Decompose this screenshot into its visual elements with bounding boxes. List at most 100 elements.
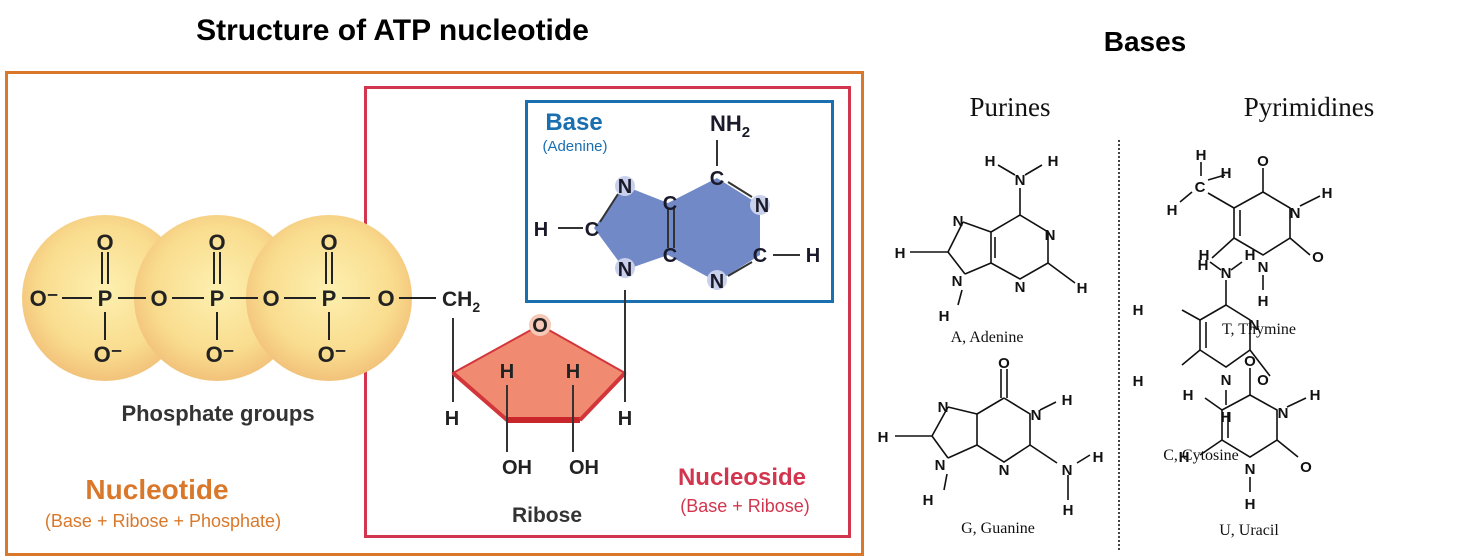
adenine-c2: C — [753, 245, 767, 267]
svg-text:N: N — [1221, 372, 1232, 389]
phosphate-bottom-o-3: O⁻ — [318, 342, 347, 367]
svg-text:N: N — [1062, 462, 1073, 479]
svg-text:N: N — [1015, 172, 1026, 189]
svg-text:H: H — [1196, 147, 1207, 164]
ribose-h-c4: H — [445, 408, 459, 430]
svg-text:N: N — [1031, 407, 1042, 424]
adenine-n1: N — [755, 195, 769, 217]
adenine-c4: C — [663, 245, 677, 267]
adenine-n3: N — [710, 271, 724, 293]
adenine-h2: H — [806, 245, 820, 267]
nucleoside-sublabel: (Base + Ribose) — [680, 496, 810, 516]
svg-text:N: N — [953, 213, 964, 230]
base-label: Base — [545, 109, 602, 136]
phosphate-groups-label: Phosphate groups — [121, 401, 314, 426]
ribose-oh-2: OH — [569, 457, 599, 479]
svg-text:H: H — [1322, 185, 1333, 202]
phosphate-bridge-o-1: O — [150, 286, 167, 311]
phosphate-bridge-o-3: O — [377, 286, 394, 311]
svg-text:H: H — [1258, 293, 1269, 310]
ribose-h-c3: H — [566, 361, 580, 383]
svg-text:H: H — [1063, 502, 1074, 519]
svg-text:N: N — [952, 273, 963, 290]
adenine-h8: H — [534, 219, 548, 241]
svg-text:H: H — [939, 308, 950, 325]
svg-text:H: H — [1062, 392, 1073, 409]
purines-heading: Purines — [970, 92, 1051, 122]
adenine-n9: N — [618, 259, 632, 281]
svg-text:O: O — [998, 355, 1010, 372]
svg-text:H: H — [923, 492, 934, 509]
ribose-ring-o: O — [532, 315, 548, 337]
svg-text:N: N — [1045, 227, 1056, 244]
base-box — [525, 100, 834, 303]
ch2-label: CH2 — [442, 288, 480, 315]
guanine-structure: O NH N NN H NH H H G, Guanine — [878, 355, 1104, 537]
phosphate-bottom-o-2: O⁻ — [206, 342, 235, 367]
adenine-n7: N — [618, 176, 632, 198]
ribose-h-c2: H — [500, 361, 514, 383]
uracil-caption: U, Uracil — [1219, 522, 1279, 539]
nucleotide-box — [5, 71, 864, 556]
svg-text:O: O — [1257, 372, 1269, 389]
adenine-nh2: NH2 — [710, 111, 750, 141]
svg-text:H: H — [1221, 409, 1232, 426]
svg-text:H: H — [1245, 496, 1256, 513]
phosphate-bridge-o-2: O — [262, 286, 279, 311]
svg-text:H: H — [1167, 202, 1178, 219]
bases-title: Bases — [1103, 26, 1187, 57]
adenine-c5: C — [663, 193, 677, 215]
svg-text:H: H — [1245, 247, 1256, 264]
phosphate-p-1: P — [98, 286, 113, 311]
svg-text:H: H — [1198, 257, 1209, 274]
phosphate-top-o-3: O — [320, 230, 337, 255]
svg-text:N: N — [1245, 461, 1256, 478]
uracil-structure: O N H O N H H H U, Uracil — [1179, 353, 1321, 539]
base-sublabel: (Adenine) — [542, 138, 607, 155]
svg-text:H: H — [1179, 449, 1190, 466]
svg-text:O: O — [1300, 459, 1312, 476]
ribose-ring — [451, 323, 627, 421]
svg-text:N: N — [1249, 317, 1260, 334]
svg-text:O: O — [1244, 353, 1256, 370]
svg-text:N: N — [935, 457, 946, 474]
svg-text:N: N — [1258, 259, 1269, 276]
nucleotide-label: Nucleotide — [85, 474, 228, 505]
nucleotide-sublabel: (Base + Ribose + Phosphate) — [45, 511, 281, 531]
svg-text:H: H — [1133, 373, 1144, 390]
svg-text:N: N — [1015, 279, 1026, 296]
atp-structure-title: Structure of ATP nucleotide — [196, 14, 589, 47]
phosphate-o-minus: O⁻ — [30, 286, 59, 311]
cytosine-caption: C, Cytosine — [1163, 447, 1239, 464]
adenine-c8: C — [585, 219, 599, 241]
phosphate-circle-3 — [246, 215, 412, 381]
svg-text:N: N — [938, 399, 949, 416]
phosphate-bottom-o-1: O⁻ — [94, 342, 123, 367]
svg-text:H: H — [878, 429, 889, 446]
purine-pyrimidine-divider — [1118, 140, 1120, 550]
phosphate-p-2: P — [210, 286, 225, 311]
ribose-oh-1: OH — [502, 457, 532, 479]
svg-text:H: H — [985, 153, 996, 170]
thymine-structure: O NH O N H C HH HH T, Thymine — [1167, 147, 1333, 338]
svg-text:H: H — [1183, 387, 1194, 404]
pyrimidines-heading: Pyrimidines — [1244, 92, 1375, 122]
phosphate-top-o-1: O — [96, 230, 113, 255]
svg-text:N: N — [1290, 205, 1301, 222]
svg-text:N: N — [999, 462, 1010, 479]
thymine-caption: T, Thymine — [1222, 321, 1296, 338]
ribose-h-c1: H — [618, 408, 632, 430]
adenine-ring — [594, 178, 760, 282]
svg-text:C: C — [1195, 179, 1206, 196]
svg-text:O: O — [1257, 153, 1269, 170]
adenine-caption: A, Adenine — [951, 329, 1024, 346]
nucleoside-label: Nucleoside — [678, 464, 806, 491]
phosphate-top-o-2: O — [208, 230, 225, 255]
phosphate-p-3: P — [322, 286, 337, 311]
svg-text:H: H — [1199, 247, 1210, 264]
ribose-label: Ribose — [512, 504, 582, 527]
svg-text:H: H — [895, 245, 906, 262]
